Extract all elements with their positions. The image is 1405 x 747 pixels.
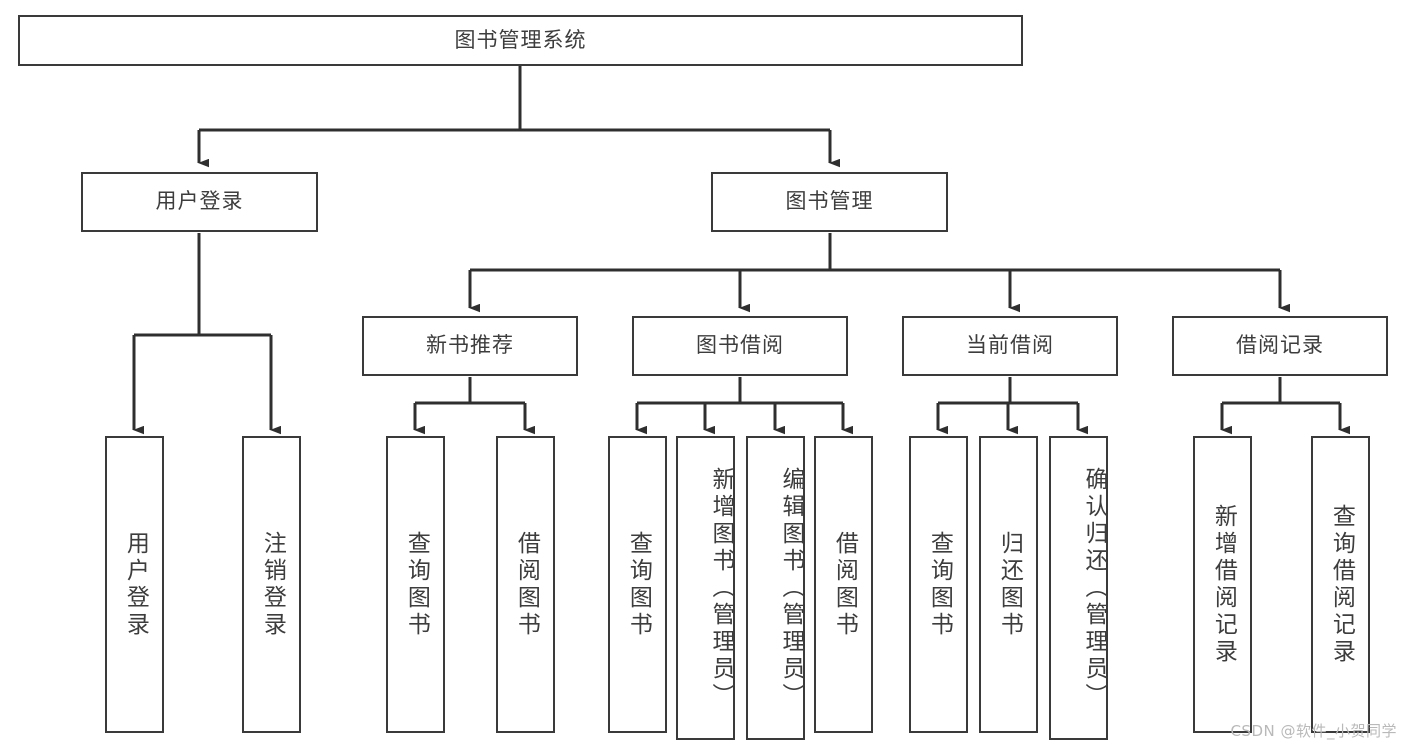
leaf-query-book-borrow[interactable]: 查询图书 — [608, 436, 667, 733]
node-label: 确认归还（管理员） — [1081, 466, 1107, 710]
node-label: 注销登录 — [259, 530, 286, 639]
node-borrow-record[interactable]: 借阅记录 — [1172, 316, 1388, 376]
node-label: 当前借阅 — [966, 333, 1054, 358]
leaf-user-login[interactable]: 用户登录 — [105, 436, 164, 733]
node-book-management[interactable]: 图书管理 — [711, 172, 948, 232]
node-label: 图书管理 — [785, 189, 874, 214]
leaf-logout[interactable]: 注销登录 — [242, 436, 301, 733]
leaf-query-book-current[interactable]: 查询图书 — [909, 436, 968, 733]
node-book-borrow[interactable]: 图书借阅 — [632, 316, 848, 376]
node-label: 查询图书 — [625, 530, 652, 639]
node-label: 图书管理系统 — [454, 27, 587, 52]
node-label: 查询借阅记录 — [1328, 503, 1355, 666]
node-label: 新增图书（管理员） — [708, 466, 734, 710]
leaf-edit-book-admin[interactable]: 编辑图书（管理员） — [746, 436, 805, 740]
leaf-query-borrow-record[interactable]: 查询借阅记录 — [1311, 436, 1370, 733]
node-label: 新增借阅记录 — [1210, 503, 1237, 666]
node-label: 图书借阅 — [696, 333, 784, 358]
leaf-query-book-recommend[interactable]: 查询图书 — [386, 436, 445, 733]
node-label: 归还图书 — [996, 530, 1023, 639]
node-current-borrow[interactable]: 当前借阅 — [902, 316, 1118, 376]
leaf-borrow-book-recommend[interactable]: 借阅图书 — [496, 436, 555, 733]
node-root-book-management-system[interactable]: 图书管理系统 — [18, 15, 1023, 66]
node-label: 用户登录 — [155, 189, 244, 214]
node-new-book-recommend[interactable]: 新书推荐 — [362, 316, 578, 376]
leaf-add-borrow-record[interactable]: 新增借阅记录 — [1193, 436, 1252, 733]
node-label: 借阅记录 — [1236, 333, 1324, 358]
leaf-borrow-book[interactable]: 借阅图书 — [814, 436, 873, 733]
node-label: 查询图书 — [403, 530, 430, 639]
leaf-add-book-admin[interactable]: 新增图书（管理员） — [676, 436, 735, 740]
node-label: 借阅图书 — [831, 530, 858, 639]
node-user-login[interactable]: 用户登录 — [81, 172, 318, 232]
leaf-return-book[interactable]: 归还图书 — [979, 436, 1038, 733]
node-label: 用户登录 — [122, 530, 149, 639]
watermark: CSDN @软件_小贺同学 — [1230, 722, 1397, 740]
node-label: 借阅图书 — [513, 530, 540, 639]
node-label: 查询图书 — [926, 530, 953, 639]
leaf-confirm-return-admin[interactable]: 确认归还（管理员） — [1049, 436, 1108, 740]
node-label: 新书推荐 — [426, 333, 514, 358]
node-label: 编辑图书（管理员） — [778, 466, 804, 710]
